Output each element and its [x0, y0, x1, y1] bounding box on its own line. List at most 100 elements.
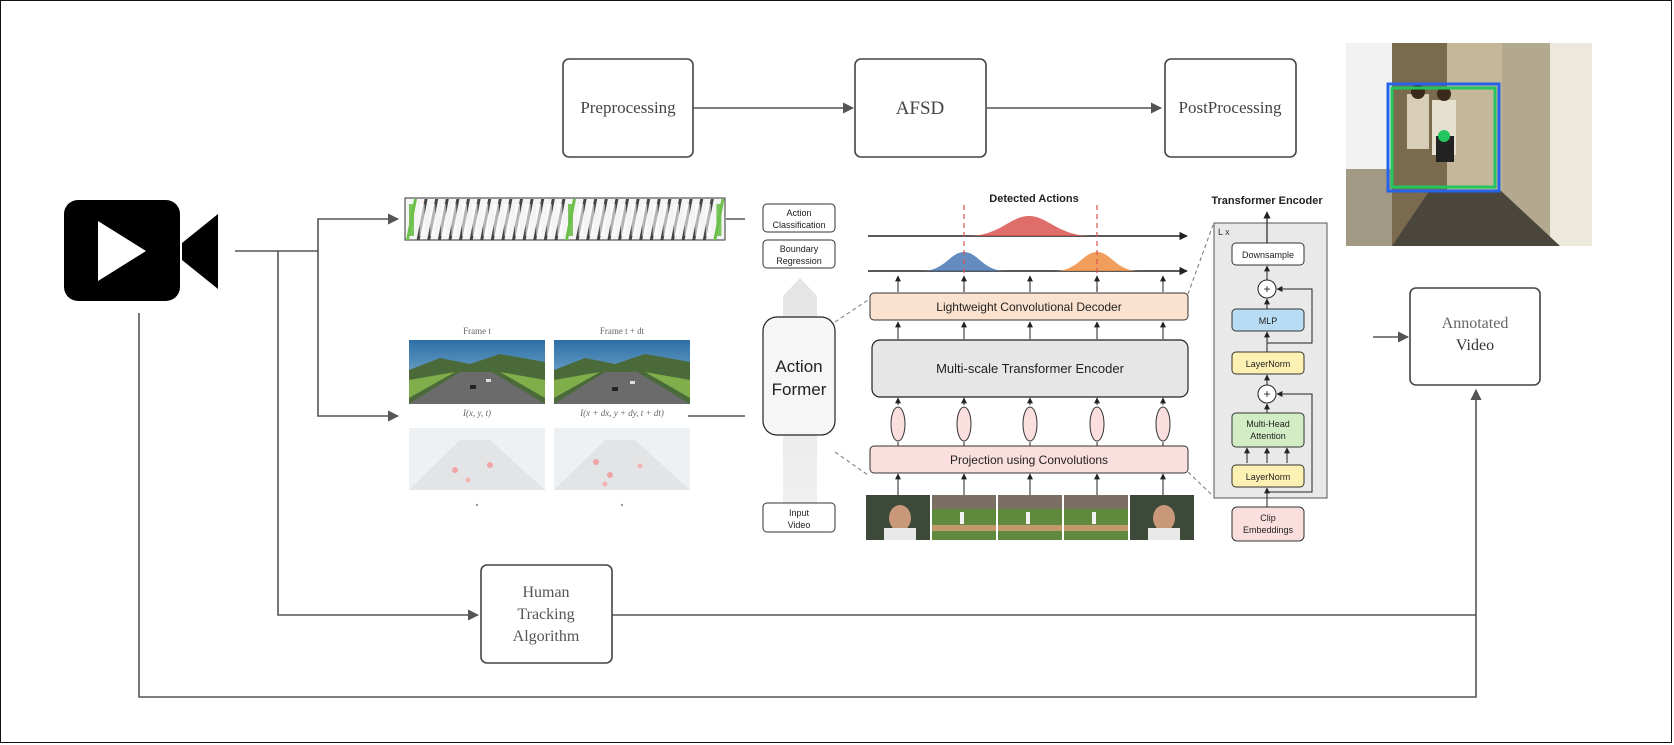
tracking-center-dot — [1438, 130, 1450, 142]
dashed-connector-tr-bottom — [1187, 471, 1214, 497]
frame-dirt — [1064, 525, 1128, 531]
annotated-label-line1: Annotated — [1442, 315, 1509, 332]
mlp-box: MLP — [1231, 308, 1305, 332]
clip-line1: Clip — [1260, 513, 1276, 523]
strip-frame-face — [557, 204, 563, 236]
layernorm-bottom-box: LayerNorm — [1231, 464, 1305, 488]
token-ellipse — [956, 406, 972, 442]
dashed-connector-bottom — [834, 451, 869, 476]
token-ellipse — [890, 406, 906, 442]
frame-t-label: Frame t — [463, 326, 491, 336]
strip-frame-face — [716, 204, 722, 236]
dashed-connector-top — [834, 299, 869, 323]
decoder-output-arrows — [895, 275, 1166, 292]
mlp-label: MLP — [1259, 316, 1278, 326]
frame-t-dt-label: Frame t + dt — [600, 326, 645, 336]
encoder-box: Multi-scale Transformer Encoder — [871, 339, 1189, 398]
strip-frame-face — [695, 204, 701, 236]
frame-player — [960, 512, 964, 524]
flow-dot-2 — [620, 503, 624, 507]
frame-strip — [404, 197, 726, 241]
frame-stands — [1064, 495, 1128, 509]
add-node-top: + — [1257, 279, 1277, 299]
action-classification-box: Action Classification — [762, 203, 836, 233]
downsample-box: Downsample — [1231, 242, 1305, 266]
strip-frame-face — [631, 204, 637, 236]
strip-frame-face — [578, 204, 584, 236]
tracking-photo — [1346, 43, 1592, 246]
encoder-output-arrows — [895, 321, 1166, 339]
tracking-box-outer — [1386, 82, 1501, 193]
strip-frame-face — [462, 204, 467, 236]
frame-figure — [1153, 505, 1175, 531]
strip-frame-face — [621, 204, 626, 236]
mha-line2: Attention — [1250, 431, 1286, 441]
preprocessing-label: Preprocessing — [580, 98, 676, 117]
frame-figure — [889, 505, 911, 531]
projection-box: Projection using Convolutions — [869, 445, 1189, 474]
human-label-line3: Algorithm — [513, 628, 580, 645]
equation-2: I(x + dx, y + dy, t + dt) — [579, 408, 664, 418]
input-line2: Video — [788, 520, 811, 530]
strip-frame-face — [674, 204, 679, 236]
decoder-box: Lightweight Convolutional Decoder — [869, 292, 1189, 321]
cls-line1: Action — [786, 208, 811, 218]
human-label-line2: Tracking — [517, 606, 574, 623]
frame-dirt — [932, 525, 996, 531]
road-image-1 — [409, 340, 545, 404]
strip-frame-face — [440, 204, 446, 236]
strip-frame-face — [451, 204, 457, 236]
strip-frame-face — [525, 204, 531, 236]
strip-frame-face — [684, 204, 690, 236]
layernorm-bottom-label: LayerNorm — [1246, 472, 1291, 482]
action-former-column: Action Classification Boundary Regressio… — [762, 203, 869, 533]
transformer-title: Transformer Encoder — [1211, 195, 1323, 207]
projection-label: Projection using Convolutions — [950, 453, 1108, 467]
residual-top — [1267, 286, 1313, 344]
frame-figure-body — [1148, 528, 1180, 540]
decoder-label: Lightweight Convolutional Decoder — [936, 300, 1121, 314]
detected-actions-label: Detected Actions — [989, 193, 1078, 205]
token-ellipses — [890, 397, 1171, 495]
mha-line1: Multi-Head — [1246, 419, 1290, 429]
clip-embeddings-box: Clip Embeddings — [1231, 506, 1305, 542]
residual-bottom — [1267, 391, 1313, 493]
gaussian-red — [968, 216, 1092, 236]
token-ellipse — [1155, 406, 1171, 442]
plus-top: + — [1263, 282, 1270, 296]
action-former-line1: Action — [775, 357, 822, 376]
layernorm-top-label: LayerNorm — [1246, 359, 1291, 369]
strip-frame-face — [610, 204, 616, 236]
frame-player — [1092, 512, 1096, 524]
flow-dot-1 — [475, 503, 479, 507]
afsd-label: AFSD — [896, 98, 945, 119]
input-video-frames — [866, 495, 1194, 540]
annotated-label-line2: Video — [1456, 337, 1494, 354]
frame-player — [1026, 512, 1030, 524]
human-label-line1: Human — [522, 584, 569, 601]
reg-line1: Boundary — [780, 244, 819, 254]
strip-frame-face — [504, 204, 510, 236]
repeat-label: L x — [1218, 227, 1230, 237]
token-ellipse — [1089, 406, 1105, 442]
equation-1: I(x, y, t) — [462, 408, 491, 418]
downsample-label: Downsample — [1242, 250, 1294, 260]
strip-frame-face — [472, 204, 478, 236]
action-former-box: Action Former — [762, 316, 836, 436]
strip-frame-face — [483, 204, 489, 236]
tracking-box-inner — [1390, 86, 1497, 189]
postprocessing-box: PostProcessing — [1164, 58, 1297, 158]
postprocessing-label: PostProcessing — [1179, 98, 1282, 117]
cls-line2: Classification — [772, 220, 825, 230]
preprocessing-box: Preprocessing — [562, 58, 694, 158]
video-camera-icon — [64, 200, 218, 301]
human-tracking-box: Human Tracking Algorithm — [480, 564, 613, 664]
frame-stands — [998, 495, 1062, 509]
action-former-line2: Former — [772, 380, 827, 399]
strip-frame-face — [430, 204, 436, 236]
boundary-regression-box: Boundary Regression — [762, 239, 836, 269]
mha-box: Multi-Head Attention — [1231, 412, 1305, 448]
input-video-box: Input Video — [762, 502, 836, 533]
